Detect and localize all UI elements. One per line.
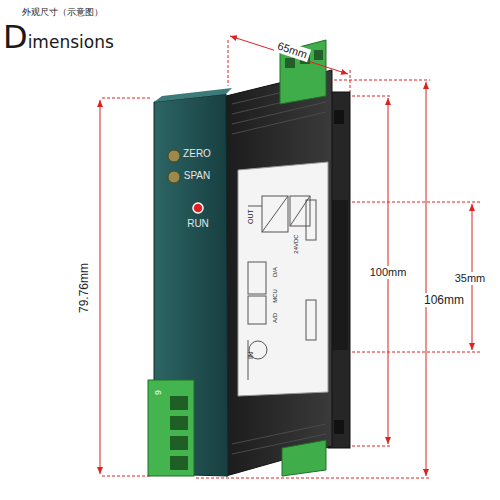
panel-label: SPAN [184,171,211,181]
terminal-label: 24VDC [293,234,299,253]
terminal-label: OUT [247,209,254,224]
terminal-label: IN [247,352,254,359]
dimension: 35mm [453,272,488,285]
block-label: D/A [272,267,278,277]
dimension: 79.76mm [77,261,91,315]
title: Dimensions [3,18,114,56]
block-label: MCU [272,289,278,303]
terminal-number: 6 [153,389,162,394]
subtitle: 外观尺寸（示意图） [22,8,103,17]
dimension: 106mm [422,293,466,307]
block-label: A/D [272,313,278,323]
panel-label: RUN [187,219,209,229]
panel-label: ZERO [183,149,211,159]
dimension: 100mm [368,266,409,279]
